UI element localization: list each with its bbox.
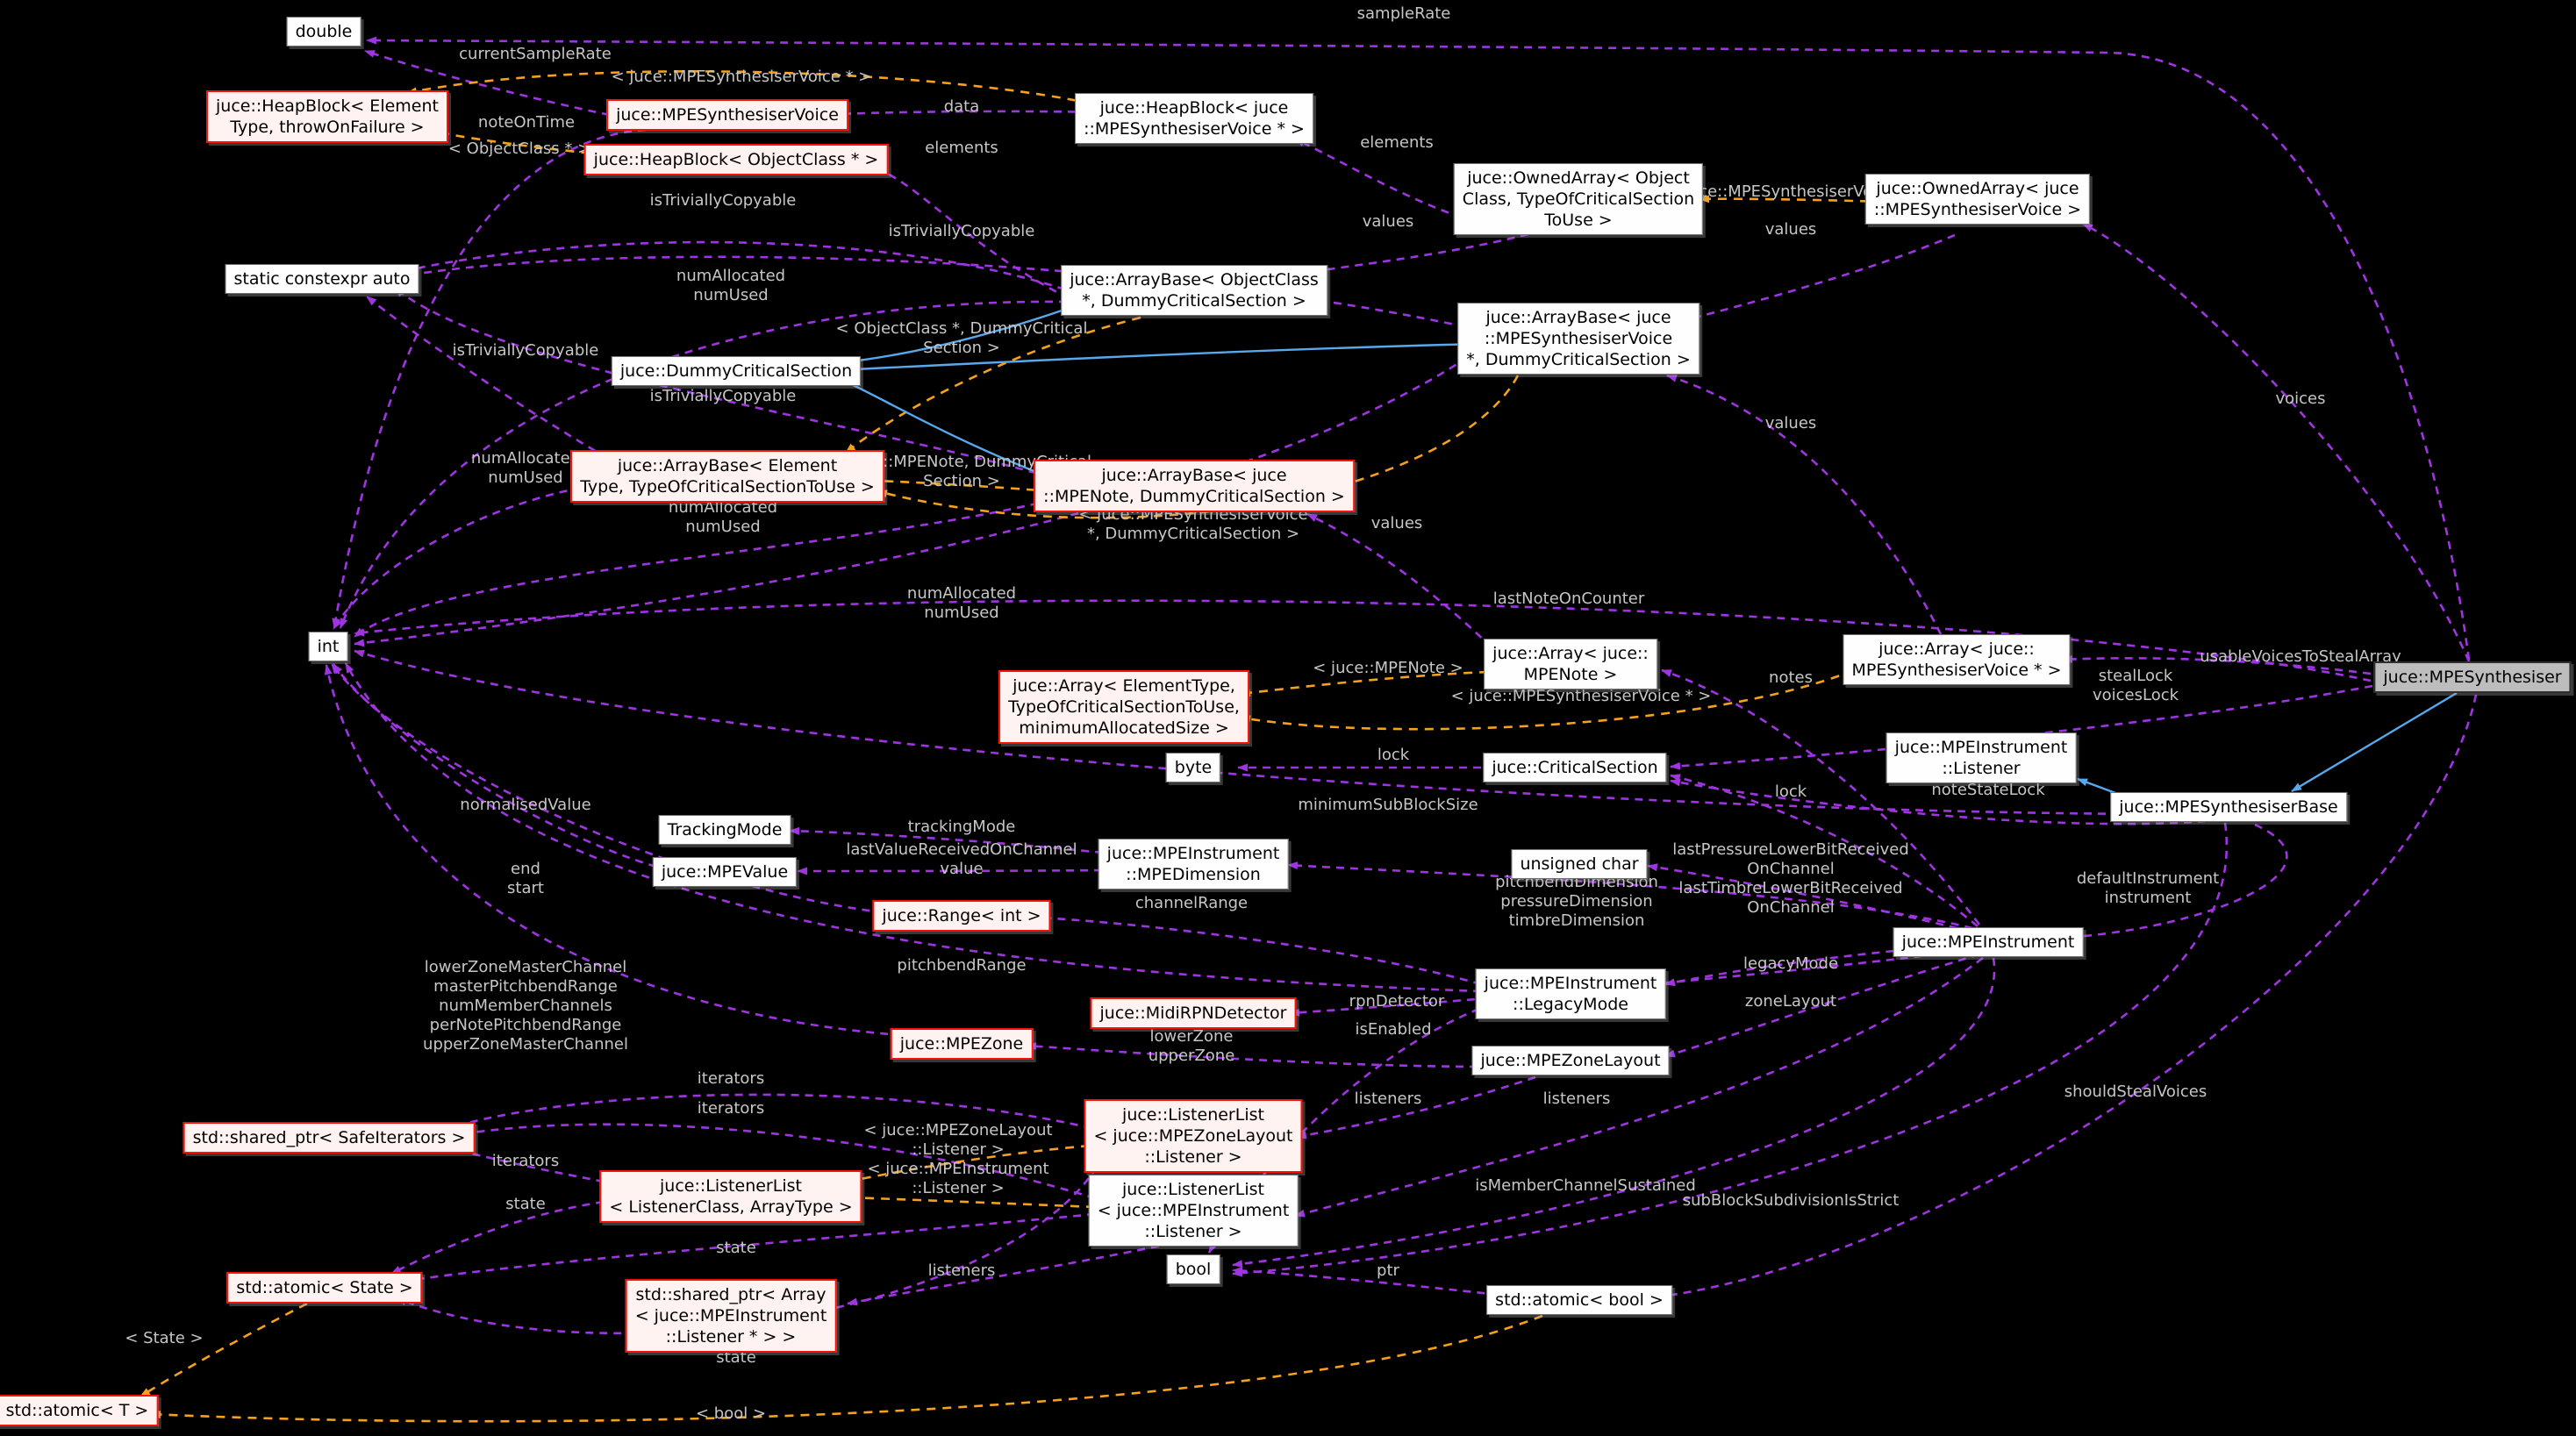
usage-edge bbox=[2073, 823, 2288, 940]
node-listenerlist-mpeinstrument[interactable]: juce::ListenerList < juce::MPEInstrument… bbox=[1088, 1175, 1299, 1247]
node-mpesynthesiserbase[interactable]: juce::MPESynthesiserBase bbox=[2110, 792, 2347, 822]
node-mpesynthesiservoice[interactable]: juce::MPESynthesiserVoice bbox=[606, 99, 848, 131]
usage-edge bbox=[1661, 668, 1981, 925]
node-sharedptr-array-listener[interactable]: std::shared_ptr< Array < juce::MPEInstru… bbox=[625, 1279, 837, 1353]
node-heapblock-objectclass[interactable]: juce::HeapBlock< ObjectClass * > bbox=[583, 144, 889, 175]
node-mpesynthesiser[interactable]: juce::MPESynthesiser bbox=[2373, 661, 2572, 693]
usage-edge bbox=[1666, 374, 1943, 635]
template-edge bbox=[1699, 195, 1885, 204]
node-arraybase-mpenote[interactable]: juce::ArrayBase< juce ::MPENote, DummyCr… bbox=[1034, 460, 1355, 512]
usage-edge bbox=[1306, 512, 1492, 648]
template-edge bbox=[874, 476, 1052, 493]
template-edge bbox=[140, 1302, 308, 1398]
node-arraybase-objectclass[interactable]: juce::ArrayBase< ObjectClass *, DummyCri… bbox=[1061, 265, 1327, 316]
usage-edge bbox=[1232, 957, 1996, 1268]
template-edge bbox=[406, 70, 1092, 105]
node-dummycriticalsection[interactable]: juce::DummyCriticalSection bbox=[611, 356, 862, 386]
node-arraybase-mpesynthvoice[interactable]: juce::ArrayBase< juce ::MPESynthesiserVo… bbox=[1457, 303, 1699, 375]
usage-edge bbox=[443, 1123, 1096, 1200]
usage-edge bbox=[1232, 1267, 1513, 1298]
usage-edge bbox=[399, 240, 1066, 291]
node-criticalsection[interactable]: juce::CriticalSection bbox=[1483, 753, 1667, 782]
node-range-int[interactable]: juce::Range< int > bbox=[872, 900, 1051, 932]
usage-edge bbox=[2082, 222, 2471, 662]
usage-edge bbox=[1207, 1007, 1480, 1254]
template-edge bbox=[847, 1144, 1091, 1184]
usage-edge bbox=[1647, 863, 1971, 933]
usage-edge bbox=[366, 36, 2471, 661]
node-unsigned-char[interactable]: unsigned char bbox=[1511, 849, 1648, 879]
node-byte[interactable]: byte bbox=[1165, 753, 1221, 782]
node-atomic-bool[interactable]: std::atomic< bool > bbox=[1486, 1285, 1672, 1315]
node-mpezonelayout[interactable]: juce::MPEZoneLayout bbox=[1471, 1046, 1670, 1075]
node-mpezone[interactable]: juce::MPEZone bbox=[890, 1028, 1034, 1060]
node-legacymode[interactable]: juce::MPEInstrument ::LegacyMode bbox=[1475, 968, 1666, 1019]
usage-edge bbox=[2062, 654, 2372, 675]
node-trackingmode[interactable]: TrackingMode bbox=[658, 815, 791, 845]
usage-edge bbox=[1232, 822, 2229, 1277]
usage-edge bbox=[836, 110, 1105, 118]
node-ownedarray-generic[interactable]: juce::OwnedArray< Object Class, TypeOfCr… bbox=[1453, 163, 1704, 235]
node-sharedptr-safeiterators[interactable]: std::shared_ptr< SafeIterators > bbox=[182, 1122, 476, 1154]
node-array-mpesynthvoice[interactable]: juce::Array< juce:: MPESynthesiserVoice … bbox=[1843, 634, 2071, 685]
node-bool[interactable]: bool bbox=[1166, 1254, 1220, 1284]
usage-edge bbox=[332, 486, 582, 630]
node-atomic-t[interactable]: std::atomic< T > bbox=[0, 1395, 159, 1426]
usage-edge bbox=[1294, 956, 1984, 1218]
template-edge bbox=[1240, 670, 1489, 697]
usage-edge bbox=[324, 664, 903, 1037]
usage-edge bbox=[332, 128, 647, 629]
usage-edge bbox=[344, 662, 1482, 993]
usage-edge bbox=[366, 295, 620, 467]
node-static-constexpr-auto[interactable]: static constexpr auto bbox=[225, 264, 419, 294]
usage-edge bbox=[1670, 778, 2207, 825]
usage-edge bbox=[847, 1239, 1187, 1306]
node-atomic-state[interactable]: std::atomic< State > bbox=[226, 1272, 423, 1304]
node-array-generic[interactable]: juce::Array< ElementType, TypeOfCritical… bbox=[998, 670, 1249, 744]
usage-edge bbox=[1660, 694, 2478, 1299]
usage-edge bbox=[871, 165, 1070, 300]
usage-edge bbox=[1670, 774, 1979, 927]
node-array-mpenote[interactable]: juce::Array< juce:: MPENote > bbox=[1484, 639, 1657, 689]
usage-edge bbox=[1026, 1042, 1478, 1068]
usage-edge bbox=[1296, 1075, 1536, 1140]
usage-edge bbox=[1310, 232, 1529, 275]
usage-edge bbox=[390, 1198, 619, 1275]
node-mpeinstrument-listener[interactable]: juce::MPEInstrument ::Listener bbox=[1885, 732, 2077, 783]
node-mpevalue[interactable]: juce::MPEValue bbox=[652, 857, 798, 887]
usage-edge bbox=[797, 867, 1103, 875]
node-int[interactable]: int bbox=[308, 632, 348, 661]
usage-edge bbox=[354, 498, 1053, 639]
usage-edge bbox=[330, 663, 898, 916]
node-heapblock-elementtype[interactable]: juce::HeapBlock< Element Type, throwOnFa… bbox=[206, 90, 448, 143]
inheritance-edge bbox=[2291, 691, 2458, 793]
node-heapblock-mpesynthvoice[interactable]: juce::HeapBlock< juce ::MPESynthesiserVo… bbox=[1075, 93, 1313, 144]
usage-edge bbox=[406, 1212, 1096, 1283]
template-edge bbox=[150, 1314, 1543, 1423]
usage-edge bbox=[1294, 137, 1463, 219]
usage-edge bbox=[1673, 233, 1956, 325]
node-ownedarray-mpesynthvoice[interactable]: juce::OwnedArray< juce ::MPESynthesiserV… bbox=[1864, 174, 2091, 225]
usage-edge bbox=[396, 255, 1480, 332]
usage-edge bbox=[394, 287, 1064, 482]
usage-edge bbox=[1037, 914, 1482, 986]
usage-edge bbox=[441, 1093, 1092, 1132]
node-midirpndetector[interactable]: juce::MidiRPNDetector bbox=[1090, 997, 1297, 1029]
inheritance-edge bbox=[835, 307, 1068, 367]
node-mpeinstrument[interactable]: juce::MPEInstrument bbox=[1893, 927, 2084, 957]
inheritance-edge bbox=[835, 342, 1478, 374]
usage-edge bbox=[789, 826, 1104, 854]
template-edge bbox=[845, 316, 1141, 454]
usage-edge bbox=[332, 663, 657, 868]
usage-edge bbox=[354, 599, 2372, 682]
template-edge bbox=[847, 1193, 1096, 1209]
node-listenerlist-zonelayout[interactable]: juce::ListenerList < juce::MPEZoneLayout… bbox=[1084, 1099, 1303, 1173]
node-listenerlist-generic[interactable]: juce::ListenerList < ListenerClass, Arra… bbox=[599, 1170, 862, 1223]
usage-edge bbox=[1664, 953, 1980, 1058]
node-arraybase-elementtype[interactable]: juce::ArrayBase< Element Type, TypeOfCri… bbox=[570, 450, 884, 503]
node-double[interactable]: double bbox=[286, 17, 361, 46]
node-mpedimension[interactable]: juce::MPEInstrument ::MPEDimension bbox=[1098, 839, 1289, 889]
